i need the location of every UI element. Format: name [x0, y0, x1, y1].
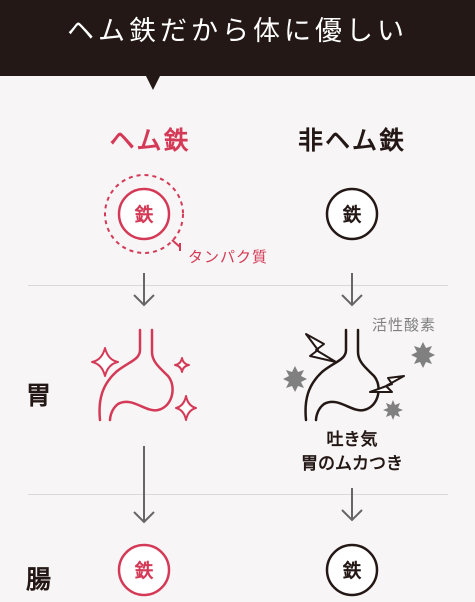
oxidant-burst-icon — [383, 400, 403, 420]
divider-bottom — [28, 494, 448, 495]
lightning-icons — [305, 333, 405, 393]
row-label-stomach: 胃 — [26, 381, 52, 410]
arrow-non-heme-1 — [341, 273, 363, 307]
symptom-line-2: 胃のムカつき — [301, 454, 403, 474]
protein-leader-line — [171, 239, 181, 248]
heme-iron-circle — [117, 187, 171, 241]
row-label-intestine: 腸 — [26, 565, 52, 594]
heme-stomach-icon — [98, 328, 174, 422]
arrow-non-heme-2 — [341, 488, 363, 522]
heme-iron-intestine: 鉄 — [117, 543, 171, 597]
protein-shell — [104, 174, 184, 254]
arrow-heme-1 — [133, 273, 155, 307]
heme-iron-circle-intestine — [117, 543, 171, 597]
non-heme-iron-circle — [325, 187, 379, 241]
oxidant-burst-icon — [411, 342, 435, 368]
sparkle-icon — [174, 357, 190, 373]
title-banner: ヘム鉄だから体に優しい — [0, 0, 475, 76]
banner-title: ヘム鉄だから体に優しい — [67, 16, 408, 47]
arrow-heme-2 — [133, 446, 155, 524]
heme-iron-label-intestine: 鉄 — [134, 559, 153, 582]
non-heme-iron-circle-intestine — [325, 543, 379, 597]
non-heme-iron-molecule: 鉄 — [325, 187, 379, 241]
sparkle-icon — [175, 395, 197, 421]
heme-iron-heading: ヘム鉄 — [109, 126, 191, 155]
non-heme-stomach-icon — [304, 328, 380, 422]
oxidant-icons — [283, 342, 435, 420]
lightning-icon — [305, 333, 337, 363]
sparkle-icons — [91, 347, 197, 421]
banner-pointer — [145, 74, 161, 90]
protein-label: タンパク質 — [188, 248, 269, 266]
heme-iron-molecule: 鉄 — [104, 174, 184, 254]
symptom-line-1: 吐き気 — [326, 430, 378, 450]
oxidant-burst-icon — [283, 366, 307, 392]
non-heme-iron-intestine: 鉄 — [325, 543, 379, 597]
sparkle-icon — [91, 347, 119, 377]
oxidant-label: 活性酸素 — [372, 316, 437, 334]
non-heme-iron-label-intestine: 鉄 — [342, 559, 361, 582]
non-heme-iron-label: 鉄 — [342, 203, 361, 226]
lightning-icon — [369, 375, 405, 393]
heme-iron-label: 鉄 — [134, 203, 153, 226]
non-heme-iron-heading: 非ヘム鉄 — [297, 126, 406, 155]
divider-top — [28, 285, 448, 286]
